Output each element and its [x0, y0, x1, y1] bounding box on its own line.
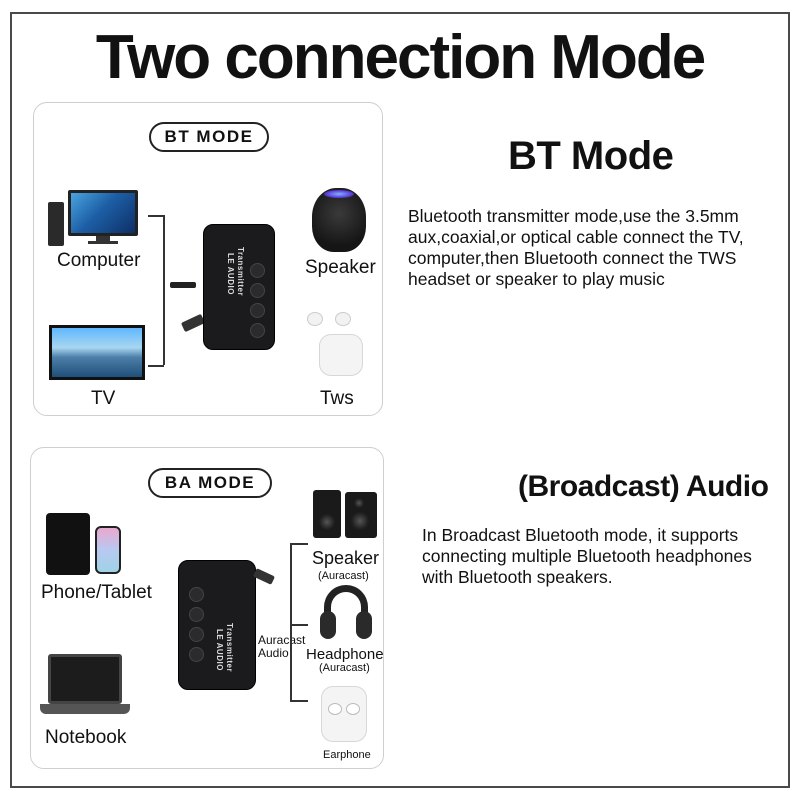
bt-mode-pill: BT MODE	[149, 122, 269, 152]
tws-earbuds-icon	[305, 310, 365, 378]
computer-icon	[48, 190, 144, 248]
headphone-icon	[320, 585, 372, 643]
earphone-label: Earphone	[323, 749, 371, 761]
ba-mode-heading: (Broadcast) Audio	[518, 470, 769, 503]
smart-speaker-icon	[312, 188, 366, 252]
transmitter-device-bt: LE AUDIO Transmitter	[203, 224, 275, 350]
ba-speaker-label: Speaker	[312, 548, 380, 568]
tv-icon	[49, 325, 145, 380]
device-brand-text: LE AUDIO	[226, 253, 235, 295]
headphone-sub-label: (Auracast)	[319, 662, 370, 674]
phone-tablet-label: Phone/Tablet	[41, 582, 152, 603]
outer-frame	[10, 12, 790, 788]
bt-mode-description: Bluetooth transmitter mode,use the 3.5mm…	[408, 206, 744, 289]
tablet-icon	[46, 513, 90, 575]
device-brand-text: LE AUDIO	[215, 629, 224, 671]
speaker-label: Speaker	[305, 257, 376, 278]
aux-cable-icon	[170, 282, 196, 288]
tv-label: TV	[91, 388, 116, 409]
ba-mode-pill: BA MODE	[148, 468, 272, 498]
bt-mode-heading: BT Mode	[508, 134, 674, 178]
page-title: Two connection Mode	[95, 23, 706, 92]
ba-mode-description: In Broadcast Bluetooth mode, it supports…	[422, 525, 752, 587]
computer-label: Computer	[57, 250, 141, 271]
auracast-audio-label-1: Auracast	[258, 633, 306, 647]
laptop-icon	[40, 654, 130, 718]
device-model-text: Transmitter	[236, 247, 245, 297]
headphone-label: Headphone	[306, 646, 384, 663]
auracast-audio-label-2: Audio	[258, 646, 289, 660]
bookshelf-speaker-icon	[313, 490, 341, 538]
transmitter-device-ba: LE AUDIO Transmitter	[178, 560, 256, 690]
phone-icon	[95, 526, 121, 574]
device-model-text: Transmitter	[225, 623, 234, 673]
earphone-case-icon	[321, 686, 367, 742]
bookshelf-speaker-icon	[345, 492, 377, 538]
notebook-label: Notebook	[45, 727, 127, 748]
ba-speaker-sub-label: (Auracast)	[318, 570, 369, 582]
tws-label: Tws	[320, 388, 354, 409]
